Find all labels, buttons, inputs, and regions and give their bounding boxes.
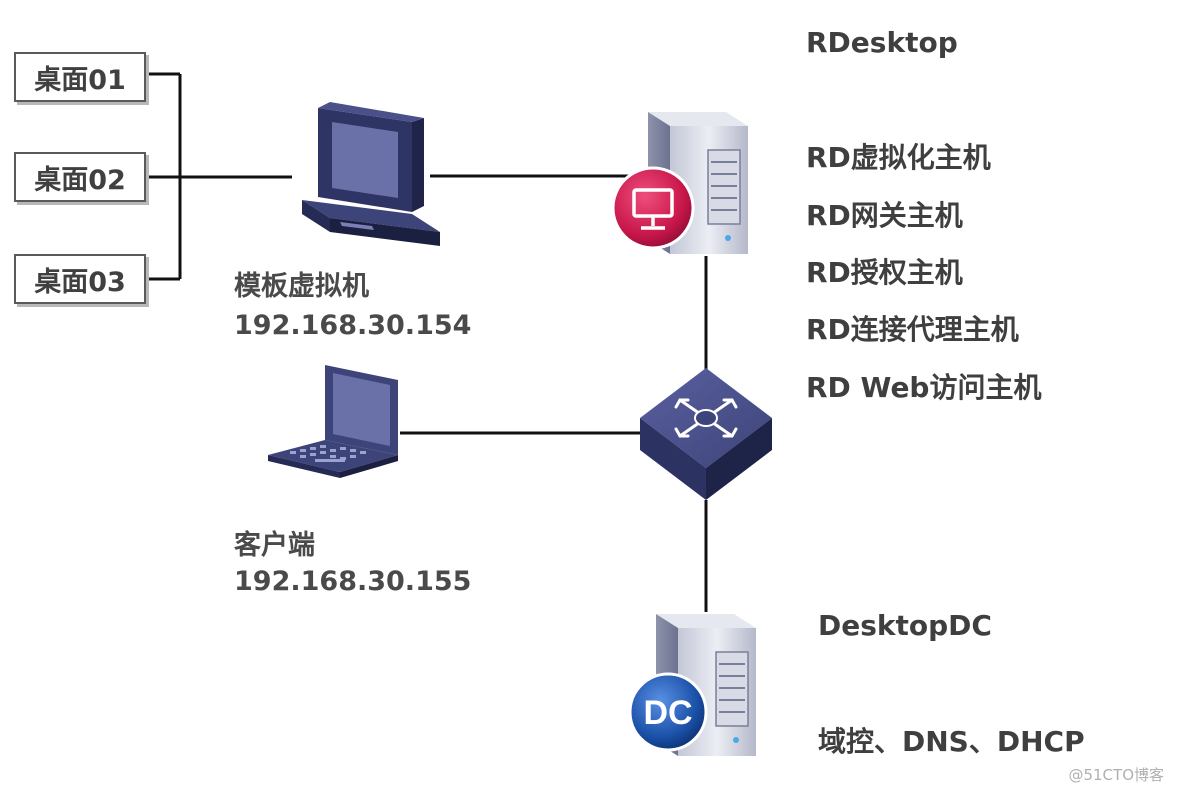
rd-server-name: RDesktop [806,26,958,59]
desktop-computer-icon [302,102,440,246]
dc-server-roles: 域控、DNS、DHCP [818,725,1085,758]
template-vm-name: 模板虚拟机 [234,271,369,302]
client-ip: 192.168.30.155 [234,566,472,597]
desktop-02-box: 桌面02 [14,152,146,202]
rd-role-licensing-host: RD授权主机 [806,256,963,289]
connection-lines [147,72,708,612]
monitor-badge-icon [611,166,695,250]
network-switch-icon [640,368,772,500]
template-vm-ip: 192.168.30.154 [234,310,472,341]
rd-role-gateway-host: RD网关主机 [806,199,963,232]
dc-server-name: DesktopDC [818,609,992,642]
desktop-01-box: 桌面01 [14,52,146,102]
client-name: 客户端 [234,530,315,561]
rd-role-virtualization-host: RD虚拟化主机 [806,141,991,174]
rd-role-web-access-host: RD Web访问主机 [806,371,1042,404]
dc-badge-icon: DC [628,672,708,752]
laptop-icon [268,365,398,478]
watermark: @51CTO博客 [1068,766,1164,784]
rd-role-connection-broker-host: RD连接代理主机 [806,313,1019,346]
desktop-03-box: 桌面03 [14,254,146,304]
dc-badge-text: DC [643,694,692,732]
